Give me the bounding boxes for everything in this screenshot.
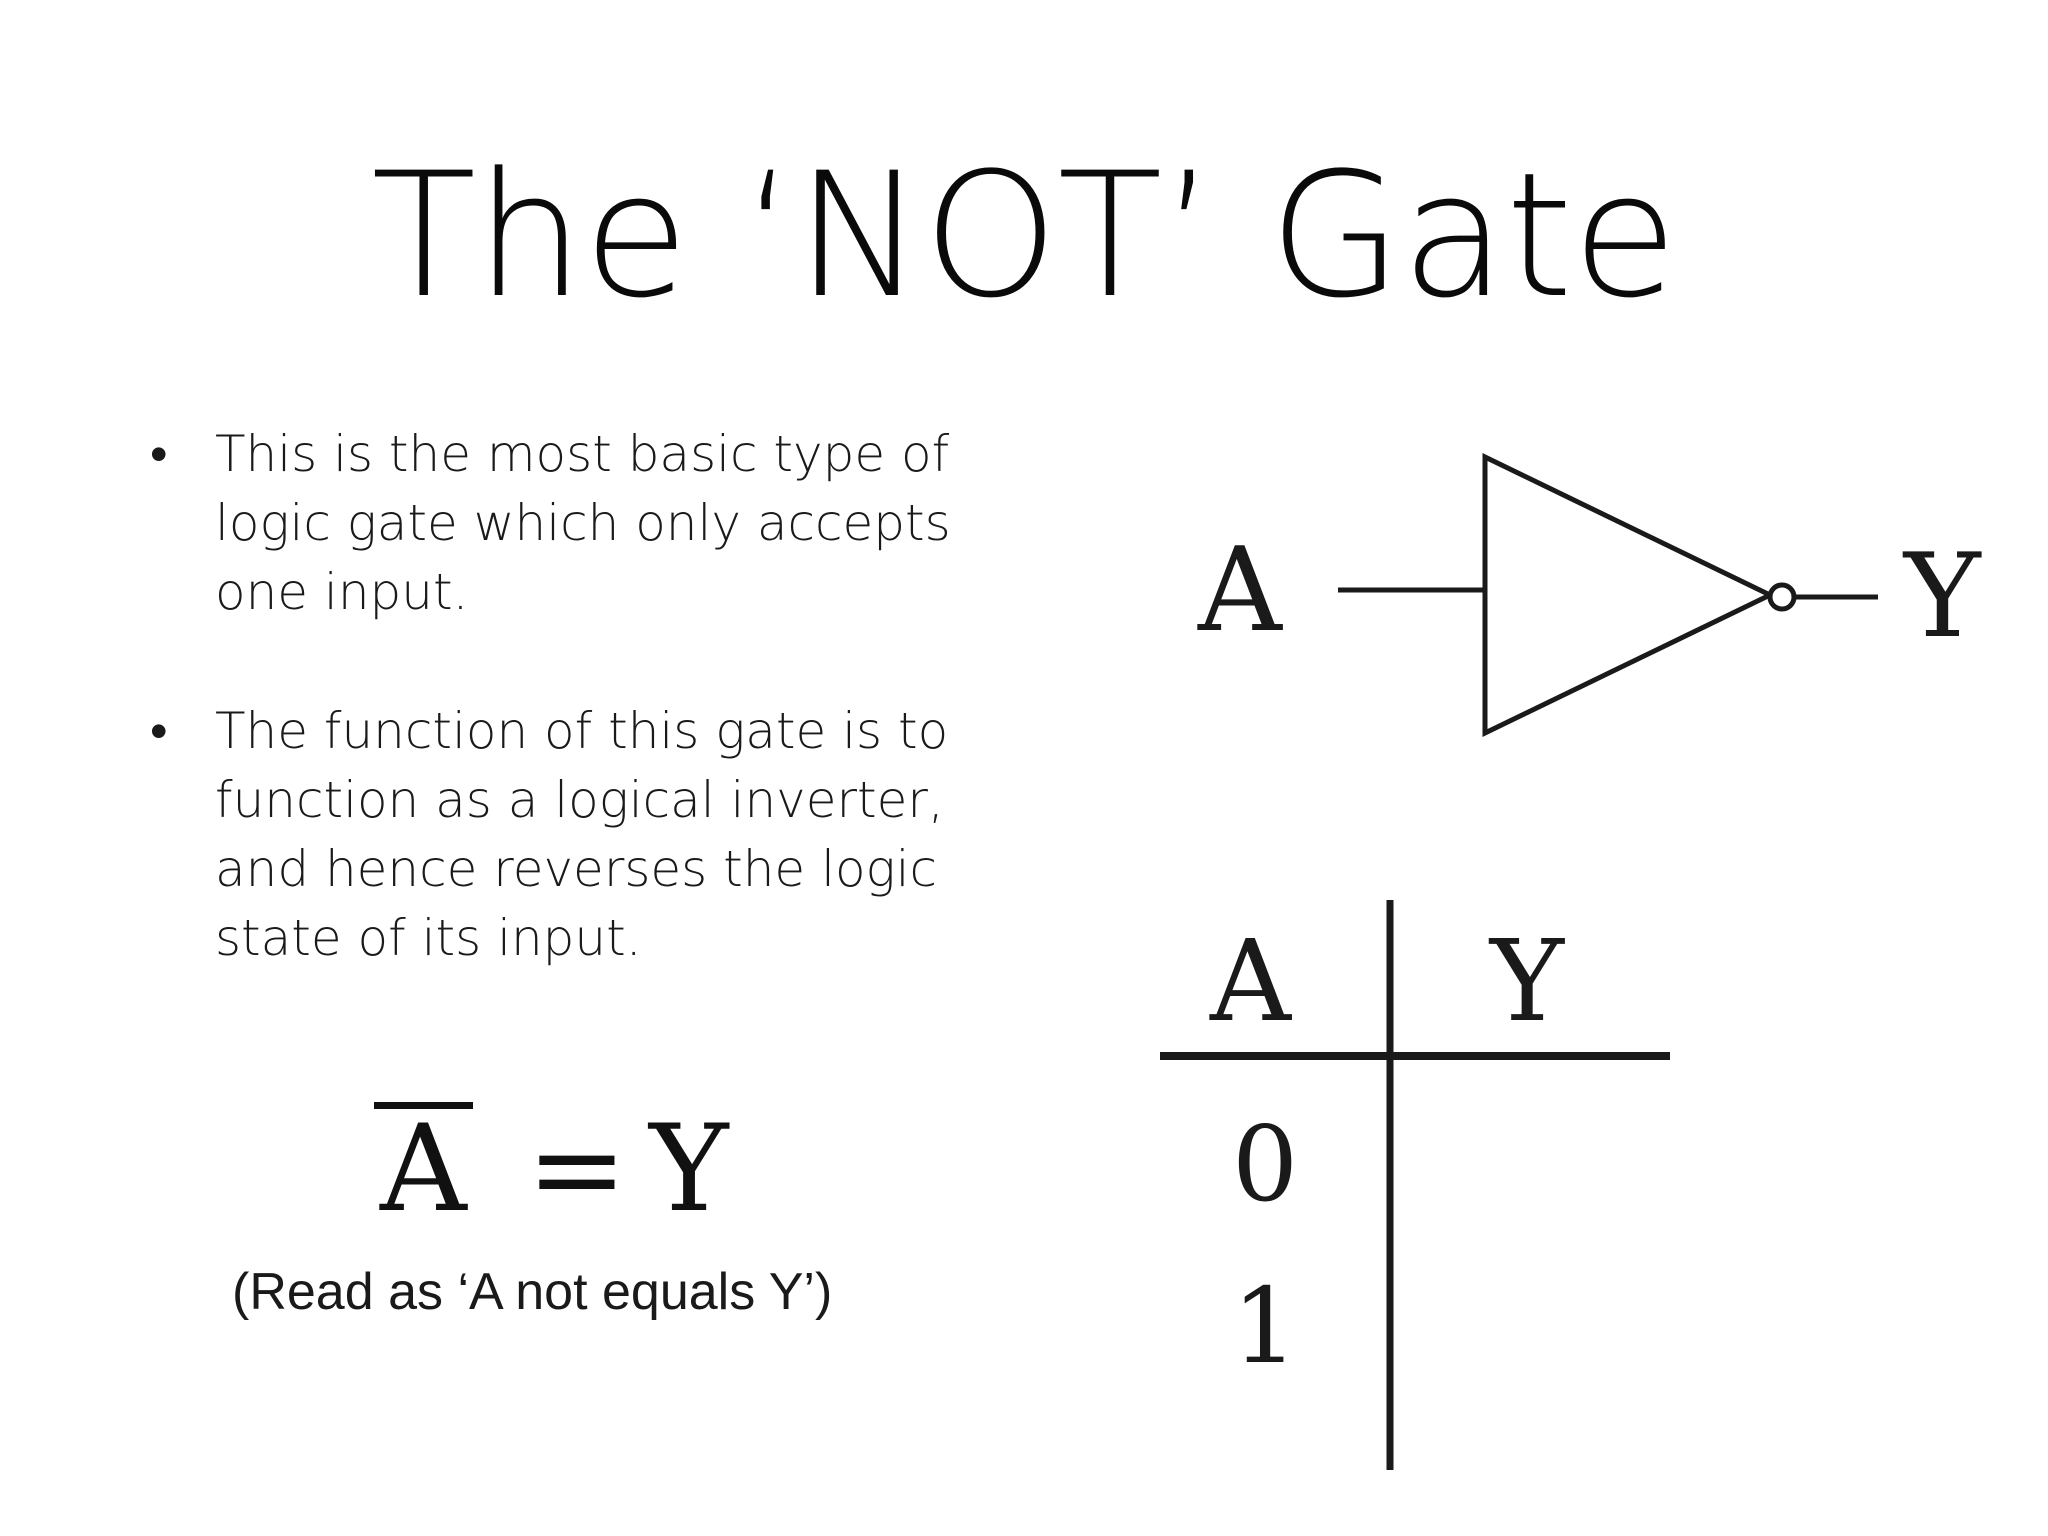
formula-note: (Read as ‘A not equals Y’) (232, 1263, 833, 1321)
truth-table: A Y 0 1 (1160, 900, 1670, 1470)
bullet-text: This is the most basic type of logic gat… (215, 425, 951, 621)
buffer-triangle (1482, 453, 1776, 737)
formula-operand: A (374, 1102, 473, 1230)
bullet-dot: • (150, 425, 168, 483)
bullet-item: • This is the most basic type of logic g… (150, 420, 1010, 627)
slide-title: The ‘NOT’ Gate (371, 135, 1678, 336)
formula-result: Y (649, 1100, 729, 1239)
bullet-text: The function of this gate is to function… (215, 702, 949, 967)
truth-row-1-input: 1 (1232, 1265, 1298, 1387)
formula-operand-label: A (380, 1100, 467, 1239)
gate-output-label: Y (1902, 529, 1982, 664)
formula-equals: = (526, 1100, 628, 1239)
not-gate-diagram: A Y (1197, 453, 1982, 737)
truth-row-0-input: 0 (1232, 1103, 1298, 1225)
bullet-list: • This is the most basic type of logic g… (150, 420, 1010, 1043)
bullet-dot: • (150, 702, 168, 760)
gate-input-label: A (1197, 523, 1283, 658)
bullet-item: • The function of this gate is to functi… (150, 697, 1010, 973)
inversion-bubble (1767, 582, 1797, 612)
formula-overbar (374, 1102, 473, 1109)
truth-header-a: A (1209, 917, 1292, 1047)
boolean-formula: A =Y (374, 1100, 728, 1239)
truth-header-y: Y (1488, 917, 1565, 1047)
